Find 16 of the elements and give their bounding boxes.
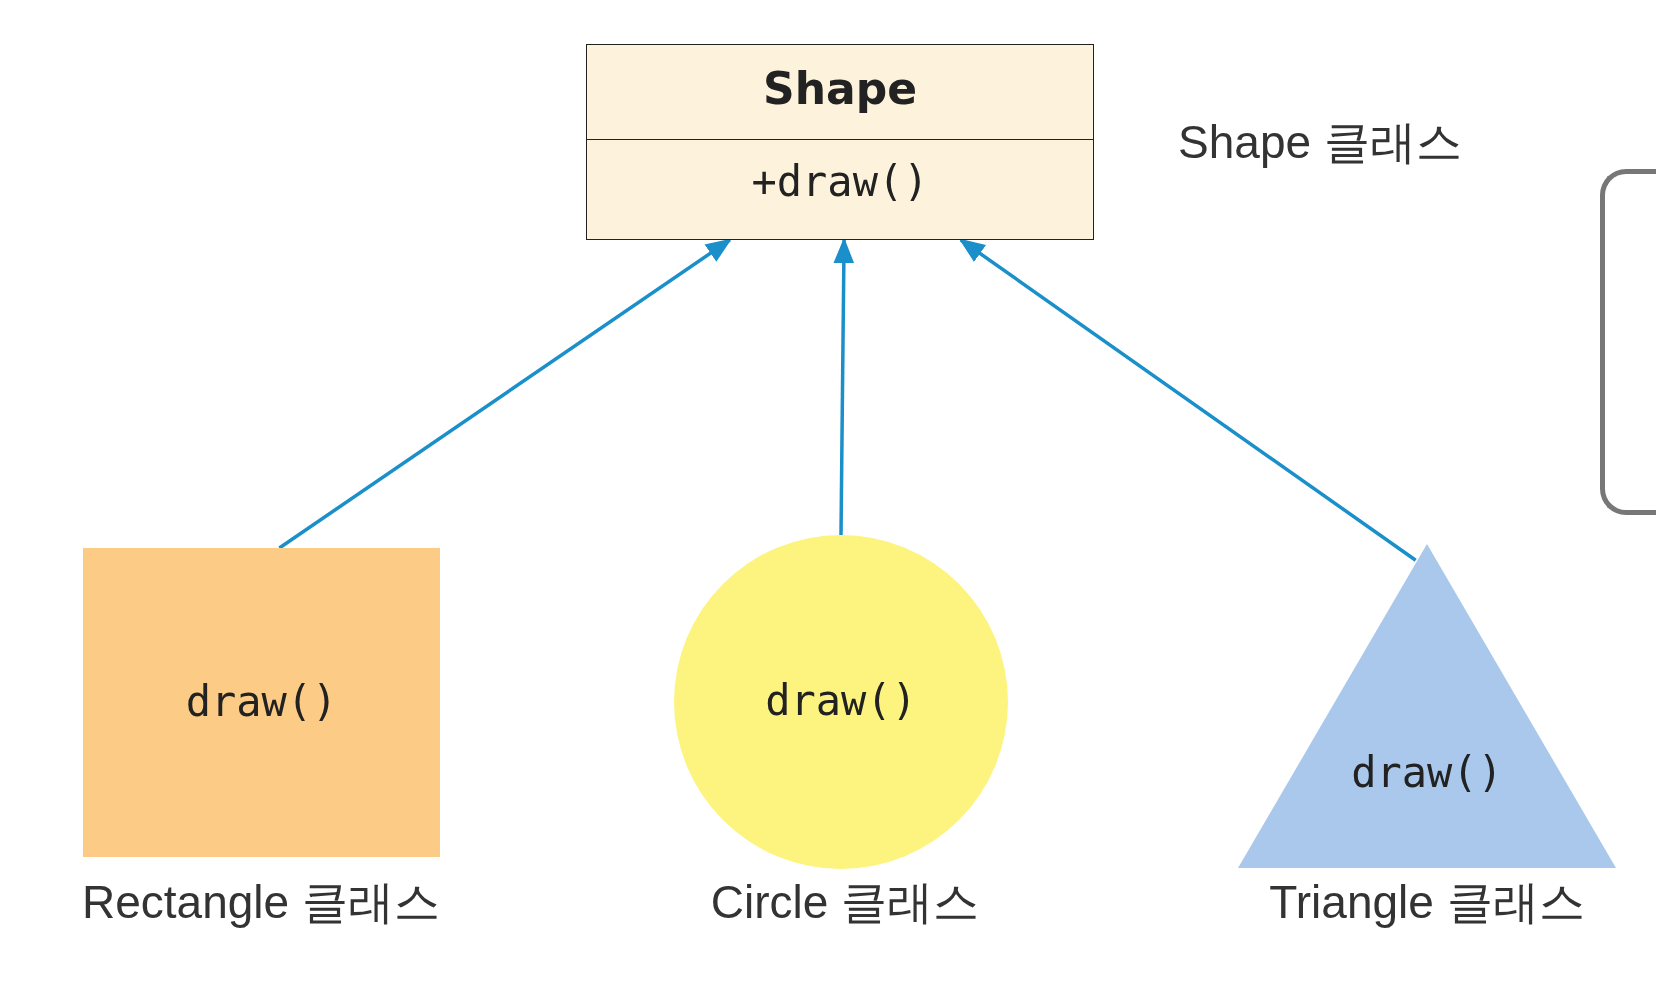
method-text: draw(): [765, 676, 917, 725]
class-box: [586, 44, 1094, 240]
class-label: Rectangle 클래스: [82, 875, 440, 930]
triangle-shape: [1238, 544, 1616, 868]
inheritance-arrow: [958, 238, 1417, 562]
rectangle-shape: [83, 548, 440, 857]
method-text: draw(): [1351, 748, 1503, 798]
class-label: Circle 클래스: [710, 875, 980, 930]
inheritance-arrow: [278, 238, 732, 550]
rounded-box: [1600, 169, 1656, 515]
method-text: draw(): [185, 676, 338, 726]
class-label: Triangle 클래스: [1269, 875, 1585, 930]
class-name: Shape: [763, 63, 917, 114]
method-text: +draw(): [751, 157, 929, 206]
class-label: Shape 클래스: [1178, 115, 1462, 170]
circle-shape: [674, 535, 1008, 869]
